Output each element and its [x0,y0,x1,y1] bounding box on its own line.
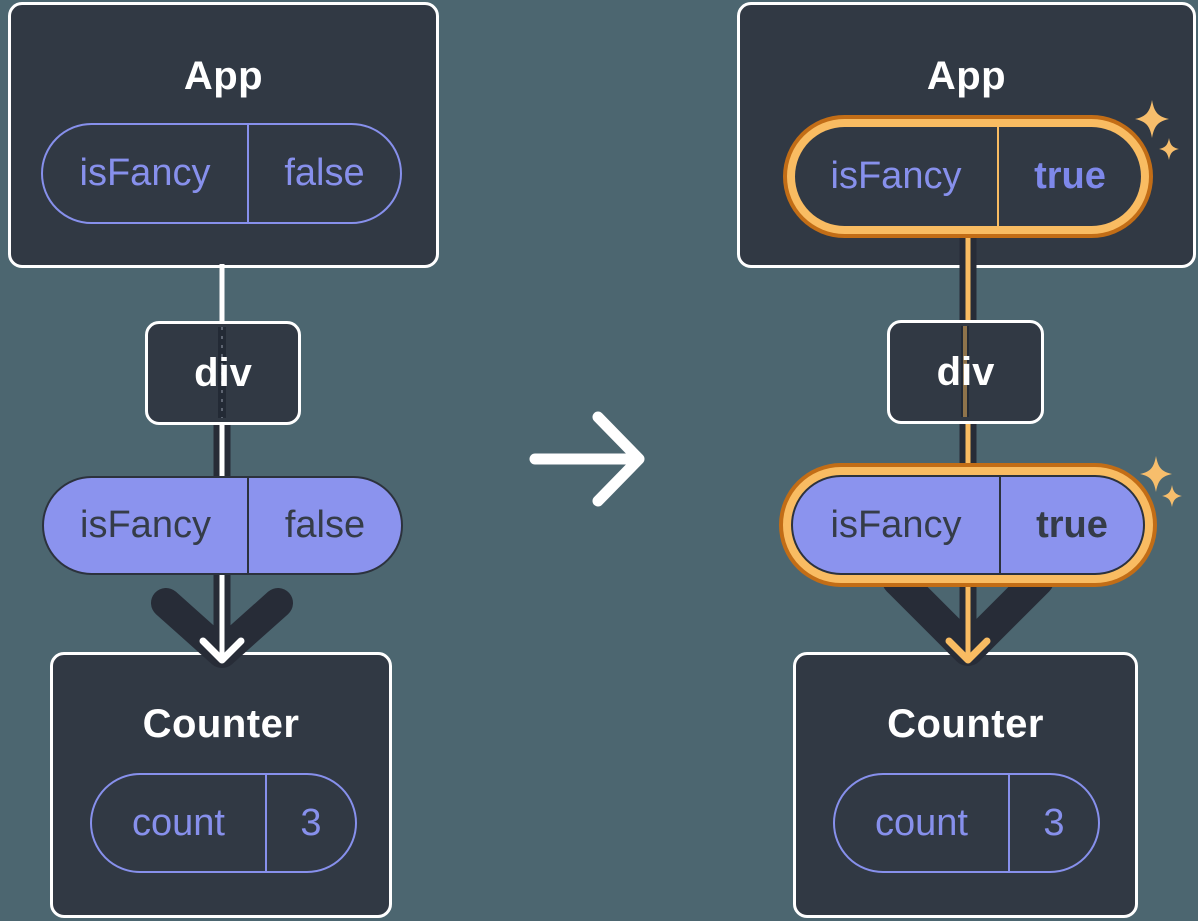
thread-remnant [218,327,226,418]
prop-name: isFancy [830,155,962,197]
div-title: div [936,349,995,394]
sparkle-icon [1140,456,1172,492]
counter-title: Counter [887,702,1044,746]
prop-name: isFancy [80,504,211,546]
state-pill-before: count 3 [90,773,357,873]
sparkle-icon [1162,485,1182,507]
big-arrow-v-after [882,564,1054,666]
app-title: App [926,54,1007,98]
big-arrow-v-before [151,588,293,668]
state-name: count [132,801,225,844]
thread-remnant [961,326,969,417]
div-box-after: div [887,320,1044,424]
state-value: 3 [1008,775,1098,871]
transition-arrow-icon [529,411,645,507]
prop-value: true [999,477,1143,573]
prop-value: false [247,125,400,222]
counter-box-after: Counter [793,652,1138,918]
app-title: App [183,54,264,98]
prop-pill-passed-before: isFancy false [42,476,403,575]
prop-value: false [247,478,401,573]
div-box-before: div [145,321,301,425]
highlight-ring: isFancy true [787,119,1149,234]
counter-title: Counter [142,702,300,746]
prop-pill-app-after: isFancy true [795,127,1141,226]
prop-pill-app-after-highlight: isFancy true [783,115,1153,238]
highlight-ring: isFancy true [783,467,1153,583]
prop-name: isFancy [830,503,962,546]
prop-pill-passed-after-highlight: isFancy true [779,463,1157,587]
prop-pill-app-before: isFancy false [41,123,402,224]
prop-pill-passed-after: isFancy true [791,475,1145,575]
div-title: div [194,350,252,395]
state-name: count [875,801,968,844]
state-pill-after: count 3 [833,773,1100,873]
state-value: 3 [265,775,355,871]
prop-name: isFancy [79,152,211,194]
prop-value: true [997,127,1141,226]
